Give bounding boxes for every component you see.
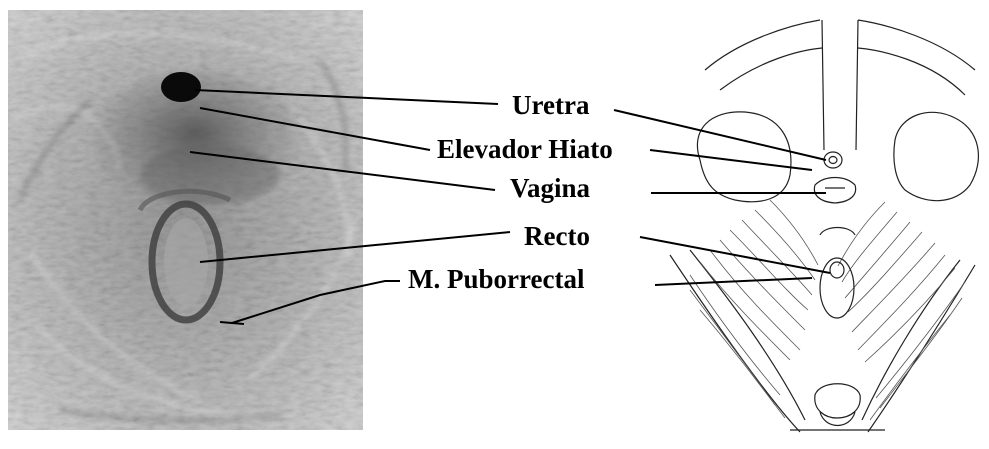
label-m-puborrectal: M. Puborrectal <box>408 266 584 293</box>
label-recto: Recto <box>524 223 590 250</box>
label-vagina: Vagina <box>510 175 590 202</box>
anatomy-drawing <box>670 20 978 432</box>
leader-elevador-right <box>650 150 812 170</box>
urethra-outline <box>824 152 842 168</box>
urethra-spot <box>161 72 201 102</box>
leader-uretra-right <box>614 110 826 160</box>
vagina-outline <box>814 178 855 204</box>
rectum-outline <box>820 258 854 318</box>
label-elevador-hiato: Elevador Hiato <box>437 136 613 163</box>
leader-recto-right <box>640 237 830 273</box>
ultrasound-image <box>8 10 363 430</box>
label-uretra: Uretra <box>512 92 589 119</box>
